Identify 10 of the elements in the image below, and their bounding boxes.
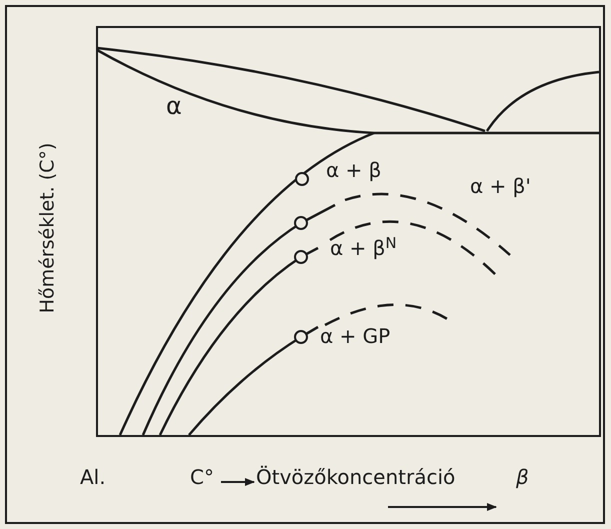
phase-label: α + GP <box>320 326 390 346</box>
axis-label: C° <box>190 467 214 487</box>
phase-label: α <box>166 94 182 118</box>
phase-label: α + β' <box>470 176 531 196</box>
phase-label: α + β <box>326 160 382 180</box>
axis-label: β <box>516 467 529 487</box>
axis-title: Hőmérséklet. (C°) <box>38 142 58 314</box>
axis-title: Ötvözőkoncentráció <box>256 467 456 487</box>
phase-label: α + β$^{N}$ <box>330 238 397 258</box>
axis-label: Al. <box>80 467 106 487</box>
